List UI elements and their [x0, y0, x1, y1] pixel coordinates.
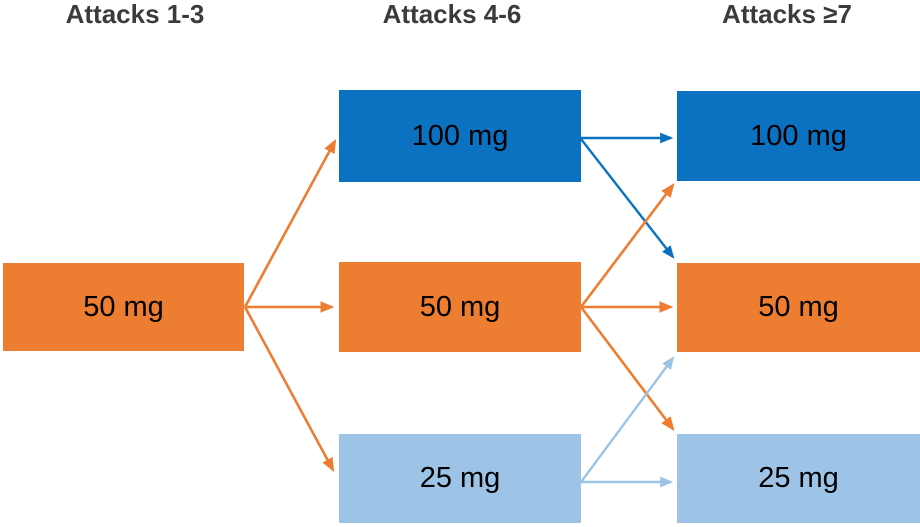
column-header-attacks-1-3: Attacks 1-3 — [65, 0, 205, 29]
dose-box-label: 25 mg — [758, 462, 839, 494]
dose-box-label: 50 mg — [83, 290, 164, 323]
dose-box-attacks-ge7-25mg: 25 mg — [677, 434, 920, 523]
arrow-a46-100mg-to-a7-50mg — [580, 138, 675, 259]
dose-box-label: 100 mg — [411, 119, 509, 152]
arrow-a13-50mg-to-a46-100mg — [243, 138, 337, 308]
column-header-attacks-4-6: Attacks 4-6 — [382, 0, 522, 29]
dose-box-attacks-ge7-100mg: 100 mg — [677, 91, 920, 181]
arrow-a13-50mg-to-a46-25mg — [243, 306, 335, 473]
dose-box-attacks-4-6-50mg: 50 mg — [339, 262, 581, 352]
dose-box-attacks-4-6-100mg: 100 mg — [339, 90, 581, 182]
dose-box-attacks-ge7-50mg: 50 mg — [677, 263, 920, 352]
dose-box-attacks-4-6-25mg: 25 mg — [339, 434, 581, 523]
dose-box-label: 25 mg — [419, 462, 501, 494]
dose-box-label: 50 mg — [419, 290, 501, 323]
arrow-a46-25mg-to-a7-50mg — [580, 356, 675, 483]
dose-box-label: 50 mg — [758, 291, 839, 323]
column-header-attacks-ge7: Attacks ≥7 — [722, 0, 852, 29]
arrow-a46-50mg-to-a7-25mg — [579, 306, 675, 431]
arrow-a46-50mg-to-a7-100mg — [579, 183, 675, 308]
dose-box-attacks-1-3-50mg: 50 mg — [3, 263, 244, 351]
dose-box-label: 100 mg — [750, 119, 847, 152]
